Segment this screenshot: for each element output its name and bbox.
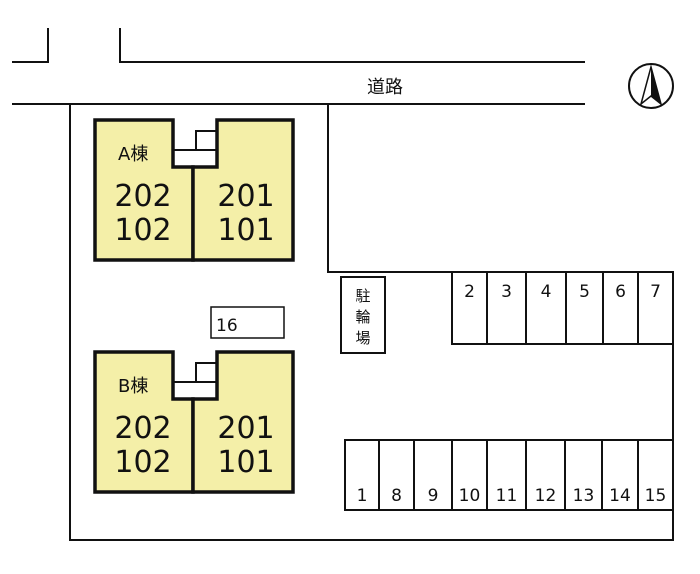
building-a: A棟 202 102 201 101	[93, 118, 295, 262]
parking-space	[637, 439, 674, 511]
unit-number: 201	[217, 411, 274, 446]
road-edge	[12, 28, 49, 63]
parking-space	[486, 271, 527, 345]
parking-space	[637, 271, 674, 345]
parking-space	[451, 271, 488, 345]
building-name: B棟	[118, 376, 148, 397]
parking-space	[413, 439, 453, 511]
unit-right	[191, 118, 295, 262]
unit-number: 101	[217, 445, 274, 480]
parking-row-bottom: 1 8 9 10 11 12 13 14 15	[344, 439, 674, 511]
road-edge	[119, 28, 585, 63]
bike-parking-label: 駐	[355, 287, 370, 305]
parking-row-top: 2 3 4 5 6 7	[451, 271, 674, 345]
site-boundary	[69, 104, 674, 541]
bike-parking-label: 場	[355, 329, 370, 347]
unit-number: 102	[114, 213, 171, 248]
unit-number: 102	[114, 445, 171, 480]
space-number: 9	[428, 486, 439, 506]
unit-number: 202	[114, 179, 171, 214]
space-number: 16	[216, 316, 238, 336]
space-number: 5	[579, 282, 590, 302]
space-number: 12	[535, 486, 557, 506]
building-name: A棟	[118, 144, 148, 165]
space-number: 3	[501, 282, 512, 302]
space-number: 4	[541, 282, 552, 302]
bike-parking: 駐 輪 場	[340, 276, 386, 354]
north-arrow-icon	[628, 63, 674, 109]
unit-number: 201	[217, 179, 274, 214]
parking-space	[525, 439, 566, 511]
space-number: 10	[459, 486, 481, 506]
bike-parking-label: 輪	[355, 308, 370, 326]
parking-space	[564, 439, 603, 511]
unit-number: 202	[114, 411, 171, 446]
space-number: 14	[609, 486, 631, 506]
stairs	[173, 130, 217, 151]
road-label: 道路	[367, 77, 403, 98]
space-number: 13	[573, 486, 595, 506]
space-number: 15	[645, 486, 667, 506]
parking-space-16: 16	[210, 306, 285, 339]
road: 道路	[12, 28, 585, 105]
space-number: 2	[464, 282, 475, 302]
unit-right	[191, 350, 295, 494]
space-number: 6	[615, 282, 626, 302]
stairs	[173, 362, 217, 383]
unit-number: 101	[217, 213, 274, 248]
parking-space	[344, 439, 380, 511]
space-number: 7	[650, 282, 661, 302]
building-b: B棟 202 102 201 101	[93, 350, 295, 494]
space-number: 1	[357, 486, 368, 506]
space-number: 11	[496, 486, 518, 506]
parking-space	[451, 439, 488, 511]
space-number: 8	[391, 486, 402, 506]
